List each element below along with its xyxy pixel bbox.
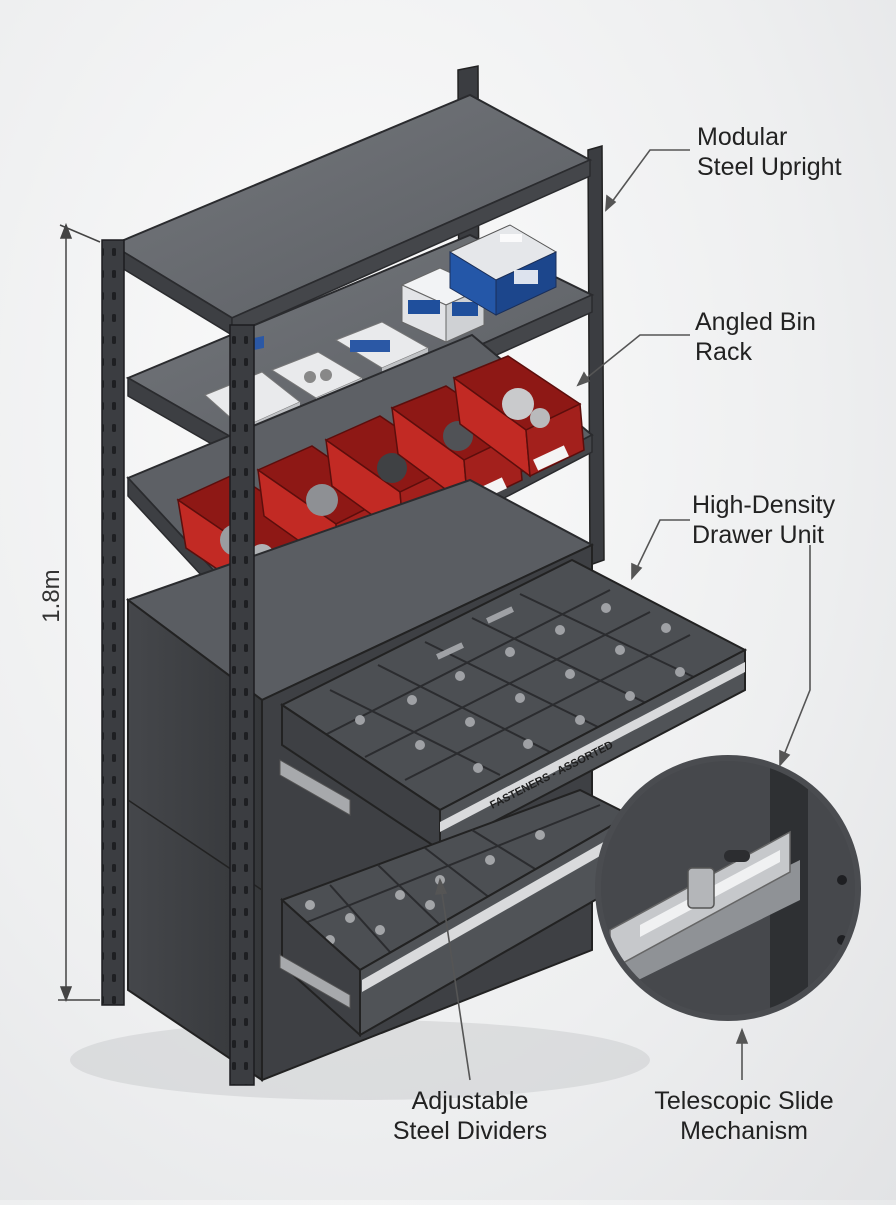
callout-line: Angled Bin <box>695 308 816 336</box>
parts-box-blue <box>448 224 558 316</box>
callout-line: Telescopic Slide <box>654 1087 834 1115</box>
leader-modular-steel-upright <box>605 149 690 211</box>
callout-line: Mechanism <box>680 1117 808 1145</box>
red-bin <box>452 355 585 478</box>
front-uprights <box>101 239 255 1086</box>
leader-telescopic-slide <box>779 545 811 766</box>
fasteners-upper <box>355 603 685 773</box>
callout-line: Adjustable <box>411 1087 529 1115</box>
callout-high-density-drawer-unit: High-Density Drawer Unit <box>692 490 835 550</box>
callout-telescopic-slide-mechanism: Telescopic Slide Mechanism <box>640 1086 848 1146</box>
red-bins <box>176 355 585 608</box>
callout-modular-steel-upright: Modular Steel Upright <box>697 122 842 182</box>
leader-angled-bin-rack <box>577 334 690 386</box>
leader-high-density-drawer-unit <box>631 519 690 579</box>
callout-line: Steel Dividers <box>392 1117 548 1145</box>
callout-line: Steel Upright <box>697 153 842 181</box>
callout-line: Drawer Unit <box>692 521 824 549</box>
fasteners-lower <box>305 830 545 945</box>
slide-detail-inset <box>595 755 861 1021</box>
callout-adjustable-steel-dividers: Adjustable Steel Dividers <box>380 1086 560 1146</box>
open-drawer-upper <box>279 558 748 852</box>
height-dimension-label: 1.8m <box>38 569 65 623</box>
leader-adjustable-dividers <box>439 879 471 1081</box>
callout-line: Modular <box>697 123 788 151</box>
top-shelf <box>109 93 593 337</box>
leader-lines <box>434 149 811 1081</box>
open-drawer-lower <box>279 788 633 1038</box>
height-dimension-line <box>58 222 101 1003</box>
callout-angled-bin-rack: Angled Bin Rack <box>695 307 816 367</box>
callout-line: Rack <box>695 338 752 366</box>
callout-line: High-Density <box>692 491 836 519</box>
